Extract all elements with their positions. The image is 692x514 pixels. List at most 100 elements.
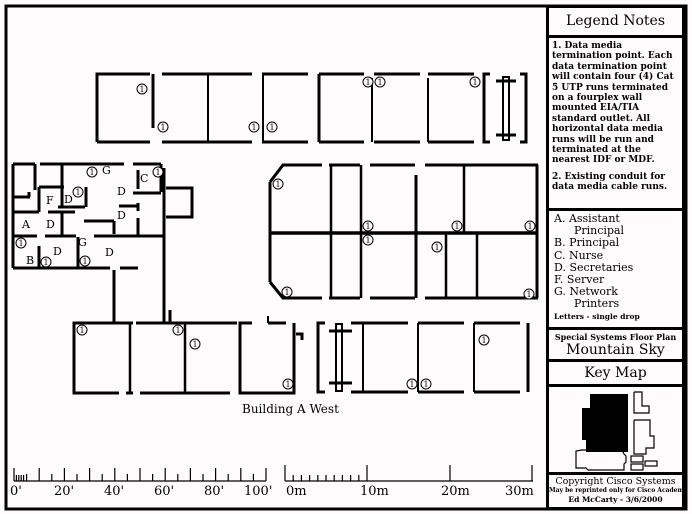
data-drop-number: 1 <box>43 258 48 267</box>
room-legend-item-cont: Printers <box>574 297 620 311</box>
school-name: Mountain Sky <box>566 342 665 358</box>
data-drop-number: 1 <box>423 380 428 389</box>
data-drop-number: 1 <box>365 78 370 87</box>
data-drop-number: 1 <box>377 78 382 87</box>
room-label-g: G <box>102 164 111 177</box>
data-drop-icon <box>478 334 490 346</box>
data-drop-icon <box>76 324 88 336</box>
data-drop-number: 1 <box>285 380 290 389</box>
data-drop-icon <box>136 83 148 95</box>
drawing-frame <box>4 4 688 511</box>
data-drop-number: 1 <box>82 257 87 266</box>
scale-label-meters: 10m <box>360 484 389 499</box>
data-drop-number: 1 <box>284 288 289 297</box>
wall <box>482 72 490 144</box>
key-map-panel: Key Map <box>546 359 685 387</box>
data-drop-icon <box>15 237 27 249</box>
data-drop-icon <box>72 186 84 198</box>
room-legend-list: A. Assistant Principal B. Principal C. N… <box>549 211 682 311</box>
room-label-b: B <box>26 254 35 267</box>
data-drop-icon <box>172 324 184 336</box>
data-drop-icon <box>272 178 284 190</box>
data-drop-number: 1 <box>526 290 531 299</box>
data-drop-number: 1 <box>18 239 23 248</box>
scale-label-feet: 20' <box>54 484 75 499</box>
data-drop-icon <box>189 338 201 350</box>
copyright-block: Copyright Cisco Systems May be reprinted… <box>546 472 685 510</box>
data-drop-icon <box>420 378 432 390</box>
data-drop-icon <box>40 256 52 268</box>
data-drop-icon <box>524 220 536 232</box>
legend-notes-panel: Legend Notes 1. Data media termination p… <box>546 5 685 211</box>
data-drop-number: 1 <box>472 78 477 87</box>
data-drop-number: 1 <box>365 222 370 231</box>
scale-label-meters: 30m <box>505 484 534 499</box>
legend-note-1: 1. Data media termination point. Each da… <box>552 41 674 166</box>
key-map-graphic <box>575 391 658 471</box>
wall <box>95 72 150 112</box>
scale-label-meters: 20m <box>441 484 470 499</box>
scale-label-feet: 60' <box>154 484 175 499</box>
room-label-d: D <box>105 246 114 259</box>
data-drop-icon <box>281 286 293 298</box>
data-drop-number: 1 <box>269 123 274 132</box>
room-legend-item: G. Network <box>554 285 618 299</box>
scale-label-feet: 40' <box>104 484 125 499</box>
data-drop-icon <box>374 76 386 88</box>
data-drop-icon <box>451 220 463 232</box>
data-drop-icon <box>248 121 260 133</box>
data-drop-icon <box>79 255 91 267</box>
data-drop-icon <box>282 378 294 390</box>
title-block: Special Systems Floor Plan Mountain Sky <box>546 327 685 362</box>
legend-title: Legend Notes <box>549 8 682 38</box>
scale-label-feet: 80' <box>204 484 225 499</box>
data-drop-icon <box>431 241 443 253</box>
conduit <box>502 76 510 141</box>
data-drop-number: 1 <box>160 123 165 132</box>
room-label-d: D <box>117 185 126 198</box>
data-drop-number: 1 <box>79 326 84 335</box>
data-drop-icon <box>469 76 481 88</box>
building-label: Building A West <box>242 402 339 416</box>
room-legend-item-cont: Principal <box>574 224 625 238</box>
data-drop-number: 1 <box>175 326 180 335</box>
data-drop-number: 1 <box>275 180 280 189</box>
data-drop-icon <box>266 121 278 133</box>
data-drop-icon <box>523 288 535 300</box>
room-legend-item: F. Server <box>554 273 605 287</box>
wall <box>520 72 528 144</box>
data-drop-number: 1 <box>75 188 80 197</box>
data-drop-icon <box>157 121 169 133</box>
data-drop-number: 1 <box>139 85 144 94</box>
data-drop-icon <box>362 220 374 232</box>
room-legend-panel: A. Assistant Principal B. Principal C. N… <box>546 208 685 330</box>
data-drop-number: 1 <box>251 123 256 132</box>
data-drop-number: 1 <box>527 222 532 231</box>
scale-label-feet: 0' <box>10 484 22 499</box>
data-drop-number: 1 <box>434 243 439 252</box>
data-drop-icon <box>362 234 374 246</box>
scale-bars <box>13 465 533 482</box>
author-date: Ed McCarty - 3/6/2000 <box>568 495 663 504</box>
key-map-title: Key Map <box>584 365 647 381</box>
room-label-a: A <box>22 218 30 231</box>
room-label-d: D <box>53 245 62 258</box>
data-drop-number: 1 <box>365 236 370 245</box>
data-drop-icon <box>86 166 98 178</box>
scale-label-feet: 100' <box>244 484 273 499</box>
room-label-g: G <box>78 236 87 249</box>
room-legend-item: C. Nurse <box>554 248 604 262</box>
copyright-line: Copyright Cisco Systems <box>555 476 676 487</box>
room-legend-item: A. Assistant <box>554 212 620 225</box>
data-drop-number: 1 <box>155 168 160 177</box>
room-label-d: D <box>46 218 55 231</box>
data-drop-number: 1 <box>409 380 414 389</box>
data-drop-number: 1 <box>89 168 94 177</box>
room-label-d: D <box>64 193 73 206</box>
plan-subtitle: Special Systems Floor Plan <box>554 332 677 342</box>
data-drop-number: 1 <box>481 336 486 345</box>
room-label-d: D <box>117 209 126 222</box>
reprint-notice: May be reprinted only for Cisco Academy <box>549 487 685 494</box>
